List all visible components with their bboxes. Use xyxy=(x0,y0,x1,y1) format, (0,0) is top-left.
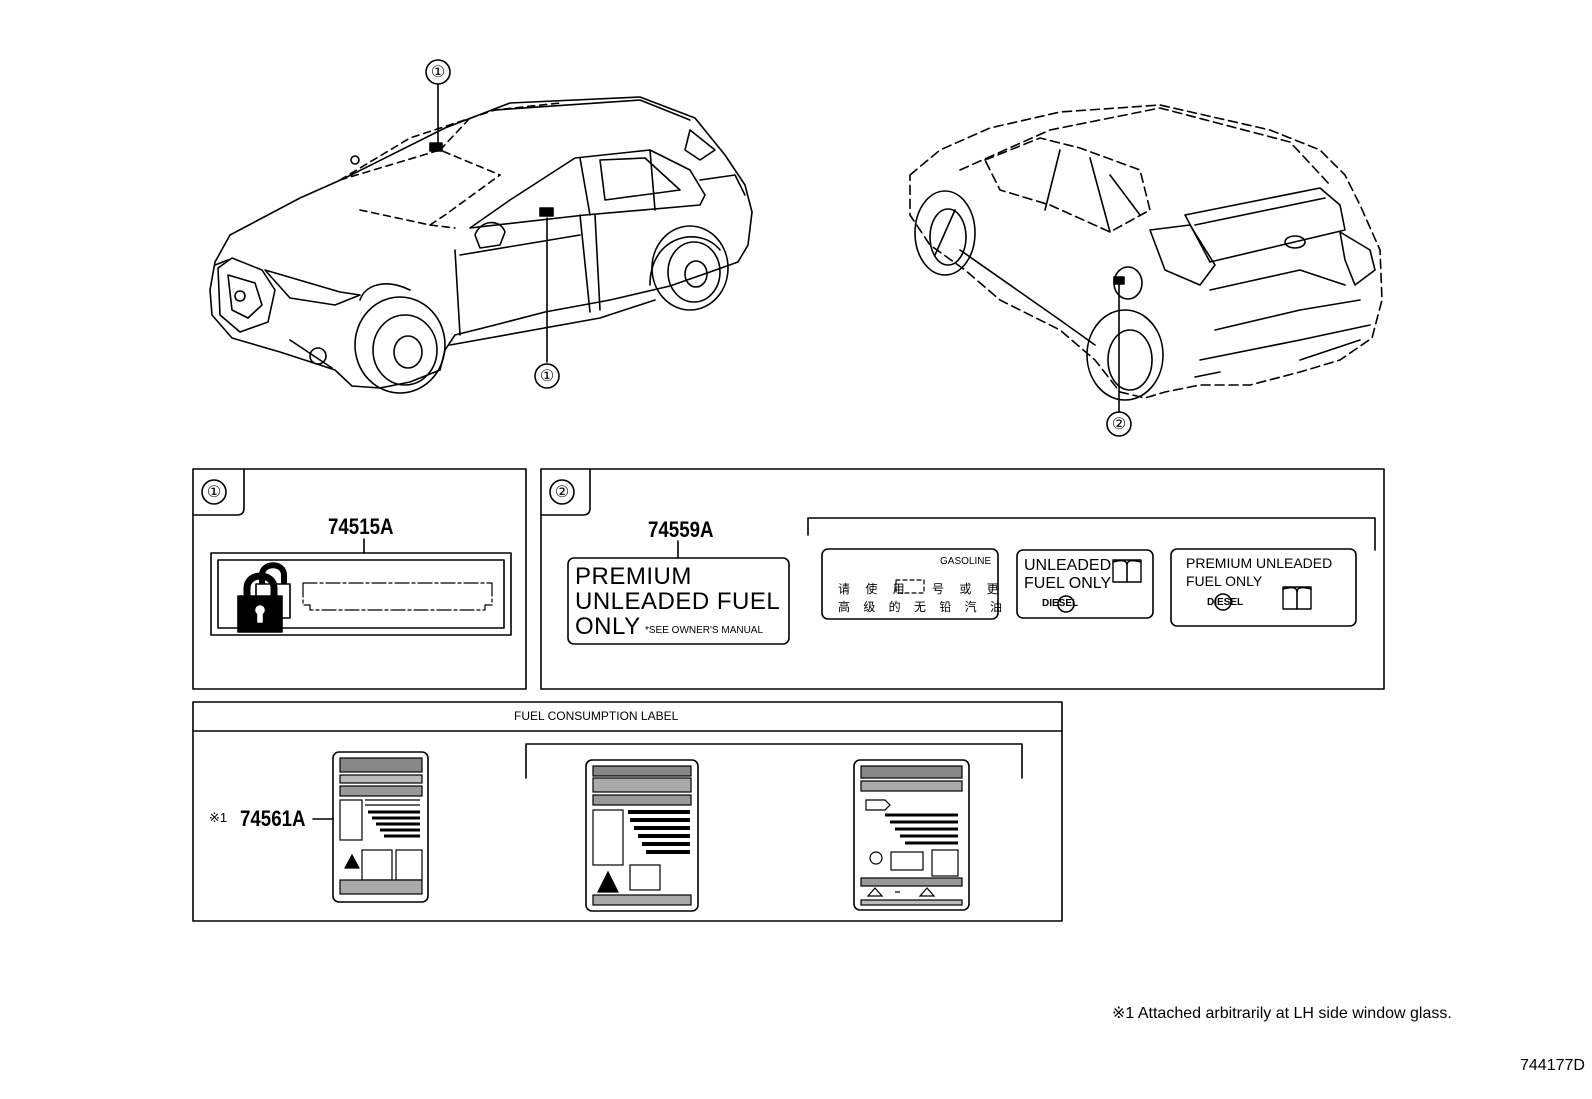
chinese-row2: 高 级 的 无 铅 汽 油 xyxy=(838,600,1008,614)
premium-label-line1: PREMIUM xyxy=(575,563,692,590)
callout-1-bottom: ① xyxy=(539,368,555,385)
footnote: ※1 Attached arbitrarily at LH side windo… xyxy=(1112,1005,1452,1022)
premium-unleaded-line2: FUEL ONLY xyxy=(1186,573,1263,589)
panel-3-frame xyxy=(192,701,1063,922)
unleaded-label-line2: FUEL ONLY xyxy=(1024,575,1112,592)
part-number-74515A: 74515A xyxy=(328,514,394,539)
diesel-stamp-b: DIESEL xyxy=(1042,598,1079,609)
owners-manual-note: *SEE OWNER'S MANUAL xyxy=(645,625,764,636)
callout-2: ② xyxy=(1111,416,1127,433)
chinese-row1-b: 号 或 更 xyxy=(932,582,1005,596)
premium-unleaded-line1: PREMIUM UNLEADED xyxy=(1186,555,1333,571)
callout-circle-2 xyxy=(1106,411,1132,437)
callout-circle-1b xyxy=(534,363,560,389)
chinese-row1-a: 请 使 用 xyxy=(838,582,911,596)
panel-1-frame xyxy=(192,468,527,690)
car-front-view xyxy=(209,96,753,394)
panel-2-frame xyxy=(540,468,1385,690)
callout-circle-1a xyxy=(425,59,451,85)
fuel-label-thumb-a xyxy=(332,751,429,903)
diagram-id: 744177D xyxy=(1520,1057,1585,1074)
gasoline-text: GASOLINE xyxy=(940,556,992,567)
note-mark: ※1 xyxy=(209,810,228,825)
panel-2-tag: ② xyxy=(554,484,570,501)
callout-1-top: ① xyxy=(430,64,446,81)
panel-1-tag: ① xyxy=(206,484,222,501)
padlock-icon xyxy=(237,562,291,633)
premium-label-line2: UNLEADED FUEL xyxy=(575,588,781,615)
fuel-label-thumb-b xyxy=(585,759,699,912)
unleaded-label-line1: UNLEADED xyxy=(1024,557,1112,574)
fuel-consumption-title: FUEL CONSUMPTION LABEL xyxy=(514,709,679,723)
diesel-stamp-c: DIESEL xyxy=(1207,597,1244,608)
part-number-74561A: 74561A xyxy=(240,806,306,831)
fuel-label-thumb-c xyxy=(853,759,970,911)
car-rear-view xyxy=(909,104,1383,401)
part-number-74559A: 74559A xyxy=(648,517,714,542)
premium-label-line3: ONLY xyxy=(575,613,641,640)
